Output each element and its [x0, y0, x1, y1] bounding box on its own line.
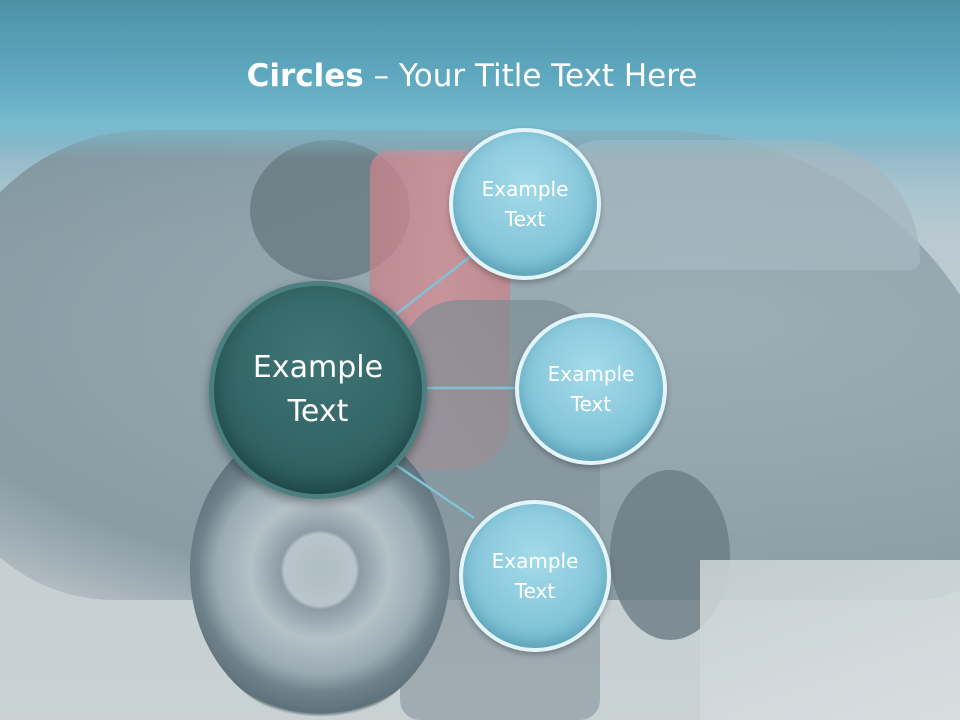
- satellite-circle-top[interactable]: Example Text: [449, 128, 601, 280]
- connector-bottom: [395, 463, 475, 520]
- satellite-circle-middle[interactable]: Example Text: [515, 313, 667, 465]
- title-rest: – Your Title Text Here: [363, 58, 698, 94]
- satellite-circle-bottom[interactable]: Example Text: [459, 500, 611, 652]
- satellite-top-line1: Example: [481, 177, 569, 201]
- slide-title[interactable]: Circles – Your Title Text Here: [0, 56, 944, 96]
- satellite-middle-line1: Example: [547, 362, 635, 386]
- satellite-top-line2: Text: [504, 207, 546, 231]
- center-circle[interactable]: Example Text: [209, 281, 427, 499]
- center-circle-line2: Text: [287, 394, 349, 429]
- connector-top: [394, 254, 473, 316]
- title-bold: Circles: [246, 58, 364, 94]
- title-band: [0, 0, 960, 160]
- center-circle-line1: Example: [252, 350, 384, 385]
- satellite-bottom-line1: Example: [491, 549, 579, 573]
- satellite-bottom-line2: Text: [514, 579, 556, 603]
- satellite-middle-line2: Text: [570, 392, 612, 416]
